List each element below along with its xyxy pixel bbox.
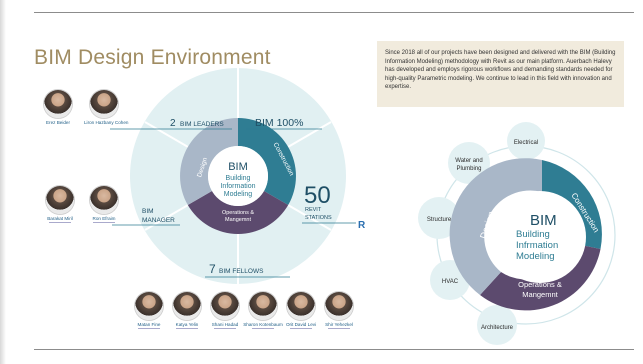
person-name: Katya Yelin [175, 322, 199, 327]
left-seg-operations-label-2: Mangemnt [225, 217, 251, 223]
person-fellow-2: Katya Yelin [167, 292, 207, 329]
sat-hvac-label: HVAC [442, 279, 459, 285]
right-seg-operations-label-1: Operations & [518, 280, 562, 289]
name-underline [138, 328, 160, 329]
bottom-divider [34, 349, 634, 350]
right-seg-design [449, 158, 542, 295]
avatar [90, 186, 118, 214]
right-bim-wheel: Electrical Water and Plumbing Structure … [418, 122, 616, 345]
person-fellow-3: Shani Hadad [205, 292, 245, 329]
page-title: BIM Design Environment [34, 46, 271, 69]
right-center-line3: Modeling [516, 251, 555, 262]
avatar [135, 292, 163, 320]
avatar [46, 186, 74, 214]
avatar [325, 292, 353, 320]
person-leader-2: Liron Hazbany Cohen [84, 90, 129, 125]
revit-logo-icon: R [358, 220, 366, 231]
left-seg-design [180, 118, 238, 205]
person-name: Shani Hadad [211, 322, 239, 327]
name-underline [49, 222, 71, 223]
person-fellow-5: Orit David Levi [281, 292, 321, 329]
sat-structure [418, 197, 460, 239]
avatar [90, 90, 118, 118]
left-center-line3: Modeling [224, 191, 253, 198]
name-underline [176, 328, 198, 329]
left-center-disc [208, 146, 268, 206]
bim-leaders-count: 2 [170, 118, 176, 129]
sat-water-label-2: Plumbing [456, 166, 481, 172]
right-center-line1: Building [516, 229, 550, 240]
stations-label-2: STATIONS [305, 215, 332, 221]
person-name: Barakat Miril [47, 216, 73, 221]
bim-fellows-label: BIM FELLOWS [219, 268, 264, 275]
intro-text-box: Since 2018 all of our projects have been… [377, 41, 624, 107]
person-name: Liron Hazbany Cohen [84, 120, 129, 125]
bim-manager-label-2: MANAGER [142, 217, 175, 224]
bim-100-label: BIM 100% [255, 117, 303, 129]
sat-architecture [477, 305, 517, 345]
stations-count: 50 [304, 182, 331, 209]
right-center-bim: BIM [530, 212, 557, 229]
left-seg-operations [187, 191, 289, 234]
name-underline [93, 222, 115, 223]
sat-water-plumbing [448, 142, 490, 184]
sat-electrical-label: Electrical [514, 140, 538, 146]
avatar [287, 292, 315, 320]
person-name: Erez Beider [45, 120, 70, 125]
avatar [249, 292, 277, 320]
person-manager-1: Barakat Miril [40, 186, 80, 223]
right-seg-operations-label-2: Mangemnt [522, 290, 558, 299]
name-underline [290, 328, 312, 329]
person-name: Shir Yehezkel [325, 322, 353, 327]
person-leader-1: Erez Beider [38, 90, 78, 125]
left-center-line1: Building [226, 175, 251, 182]
avatar [44, 90, 72, 118]
sat-water-label-1: Water and [455, 158, 482, 164]
left-bim-wheel: BIM Building Information Modeling Design… [110, 68, 366, 284]
sat-electrical [507, 122, 545, 160]
name-underline [252, 328, 274, 329]
stations-label-1: REVIT [305, 207, 322, 213]
avatar [211, 292, 239, 320]
person-fellow-1: Matan Fine [129, 292, 169, 329]
top-divider [34, 12, 634, 13]
bim-fellows-count: 7 [209, 262, 216, 276]
sat-architecture-label: Architecture [481, 325, 514, 331]
left-center-bim: BIM [228, 161, 248, 173]
sat-structure-label: Structure [427, 217, 452, 223]
left-center-line2: Information [220, 183, 255, 190]
person-name: Ron Efraim [92, 216, 116, 221]
person-fellow-6: Shir Yehezkel [319, 292, 359, 329]
person-manager-2: Ron Efraim [84, 186, 124, 223]
person-name: Matan Fine [137, 322, 161, 327]
left-seg-operations-label-1: Operations & [222, 210, 254, 216]
person-name: Orit David Levi [285, 322, 317, 327]
bim-leaders-label: BIM LEADERS [180, 121, 224, 128]
name-underline [214, 328, 236, 329]
left-seg-construction [238, 118, 296, 205]
right-center-line2: Infrmation [516, 240, 558, 251]
page-shadow-edge [0, 0, 6, 364]
person-fellow-4: Sharon Kotenbaum [243, 292, 283, 329]
person-name: Sharon Kotenbaum [243, 322, 283, 327]
right-center-disc [494, 191, 586, 283]
avatar [173, 292, 201, 320]
bim-manager-label-1: BIM [142, 208, 154, 215]
name-underline [328, 328, 350, 329]
